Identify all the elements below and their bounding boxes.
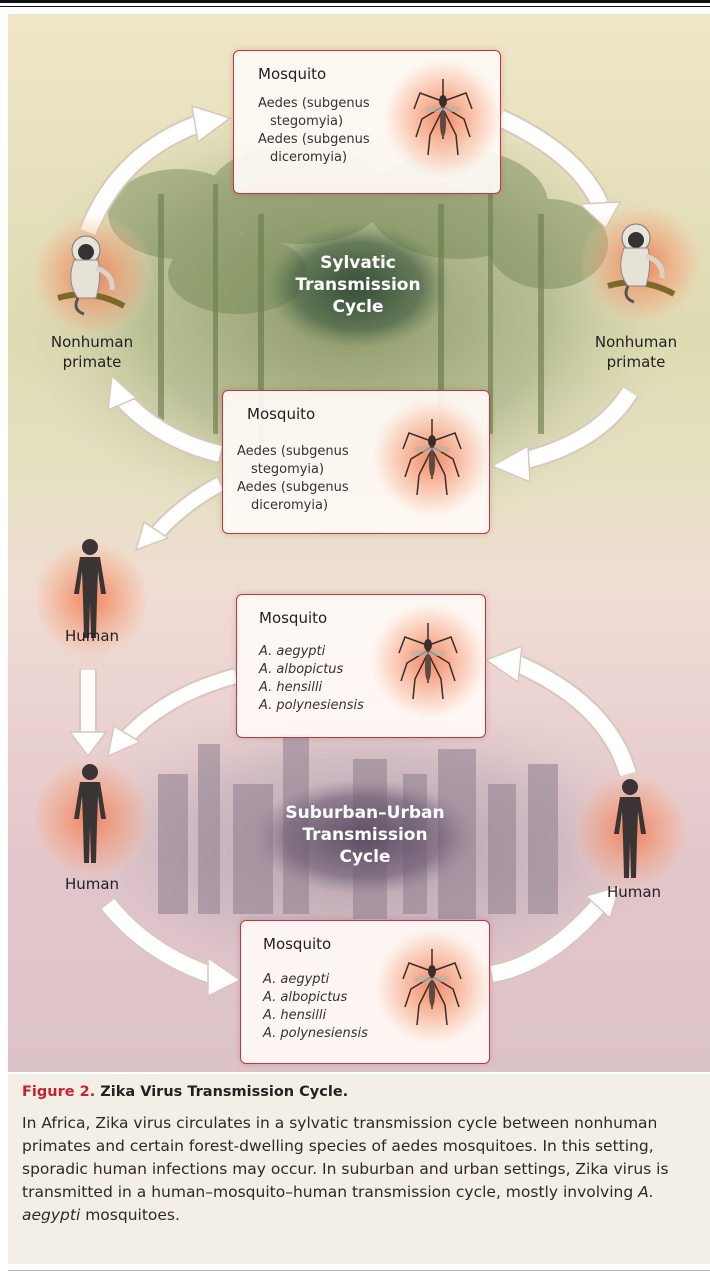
species-line: Aedes (subgenus [237, 480, 349, 495]
urban-cycle-line2: Transmission [302, 825, 428, 845]
species-line: A. polynesiensis [259, 698, 364, 713]
mosquito-box-title: Mosquito [263, 935, 332, 953]
label-human-2: Human [64, 875, 120, 893]
mosquito-box-title: Mosquito [258, 65, 327, 83]
monkey-icon [57, 235, 126, 316]
caption-body: In Africa, Zika virus circulates in a sy… [22, 1112, 706, 1227]
species-line: stegomyia) [251, 462, 325, 477]
human-silhouette-icon [74, 539, 106, 638]
label-primate-right-line2: primate [606, 353, 666, 371]
mosquito-box-sylvatic-top: Mosquito Aedes (subgenus stegomyia) Aede… [233, 50, 502, 194]
sylvatic-cycle-line1: Sylvatic [320, 253, 396, 273]
caption-figure-label: Figure 2. [22, 1084, 96, 1100]
species-line: diceromyia) [270, 150, 348, 165]
mosquito-icon [402, 949, 462, 1026]
species-line: A. albopictus [263, 990, 348, 1005]
caption-title-text: Zika Virus Transmission Cycle. [100, 1084, 349, 1100]
label-primate-right-line1: Nonhuman [594, 333, 678, 351]
species-line: A. albopictus [259, 662, 344, 677]
label-human-3: Human [606, 883, 662, 901]
mosquito-box-urban-top: Mosquito A. aegypti A. albopictus A. hen… [236, 594, 487, 738]
label-human-1: Human [64, 627, 120, 645]
mosquito-box-urban-bottom: Mosquito A. aegypti A. albopictus A. hen… [240, 920, 491, 1064]
label-primate-left-line2: primate [62, 353, 122, 371]
species-line: A. aegypti [259, 644, 326, 659]
urban-cycle-line1: Suburban–Urban [285, 803, 445, 823]
species-line: stegomyia) [270, 114, 344, 129]
mosquito-box-sylvatic-bottom: Mosquito Aedes (subgenus stegomyia) Aede… [222, 390, 491, 534]
top-rule [0, 0, 710, 3]
top-rule-thin [0, 6, 710, 7]
mosquito-icon [413, 79, 473, 156]
urban-cycle-line3: Cycle [339, 847, 391, 867]
mosquito-box-title: Mosquito [247, 405, 316, 423]
species-line: diceromyia) [251, 498, 329, 513]
caption-body-part2: mosquitoes. [80, 1206, 180, 1224]
species-line: A. polynesiensis [263, 1026, 368, 1041]
sylvatic-cycle-line3: Cycle [332, 297, 384, 317]
sylvatic-cycle-line2: Transmission [295, 275, 421, 295]
label-primate-left-line1: Nonhuman [50, 333, 134, 351]
label-primate-right: Nonhuman primate [580, 332, 692, 372]
mosquito-icon [402, 419, 462, 496]
caption-body-italic: A. aegypti [22, 1183, 654, 1224]
caption-title: Figure 2. Zika Virus Transmission Cycle. [22, 1084, 348, 1100]
bottom-rule [8, 1270, 710, 1271]
sylvatic-cycle-label: Sylvatic Transmission Cycle [278, 252, 438, 318]
human-silhouette-icon [74, 764, 106, 863]
species-line: Aedes (subgenus [258, 132, 370, 147]
caption-body-part1: In Africa, Zika virus circulates in a sy… [22, 1114, 669, 1201]
species-line: Aedes (subgenus [237, 444, 349, 459]
label-primate-left: Nonhuman primate [36, 332, 148, 372]
figure-panel: Nonhuman primate Nonhuman primate Human … [8, 14, 710, 1072]
species-line: A. hensilli [263, 1008, 327, 1023]
species-line: Aedes (subgenus [258, 96, 370, 111]
species-line: A. hensilli [259, 680, 323, 695]
figure-caption: Figure 2. Zika Virus Transmission Cycle.… [8, 1074, 710, 1264]
urban-cycle-label: Suburban–Urban Transmission Cycle [270, 802, 460, 868]
mosquito-icon [398, 623, 458, 700]
monkey-icon [607, 223, 676, 304]
species-line: A. aegypti [263, 972, 330, 987]
mosquito-box-title: Mosquito [259, 609, 328, 627]
human-silhouette-icon [614, 779, 646, 878]
